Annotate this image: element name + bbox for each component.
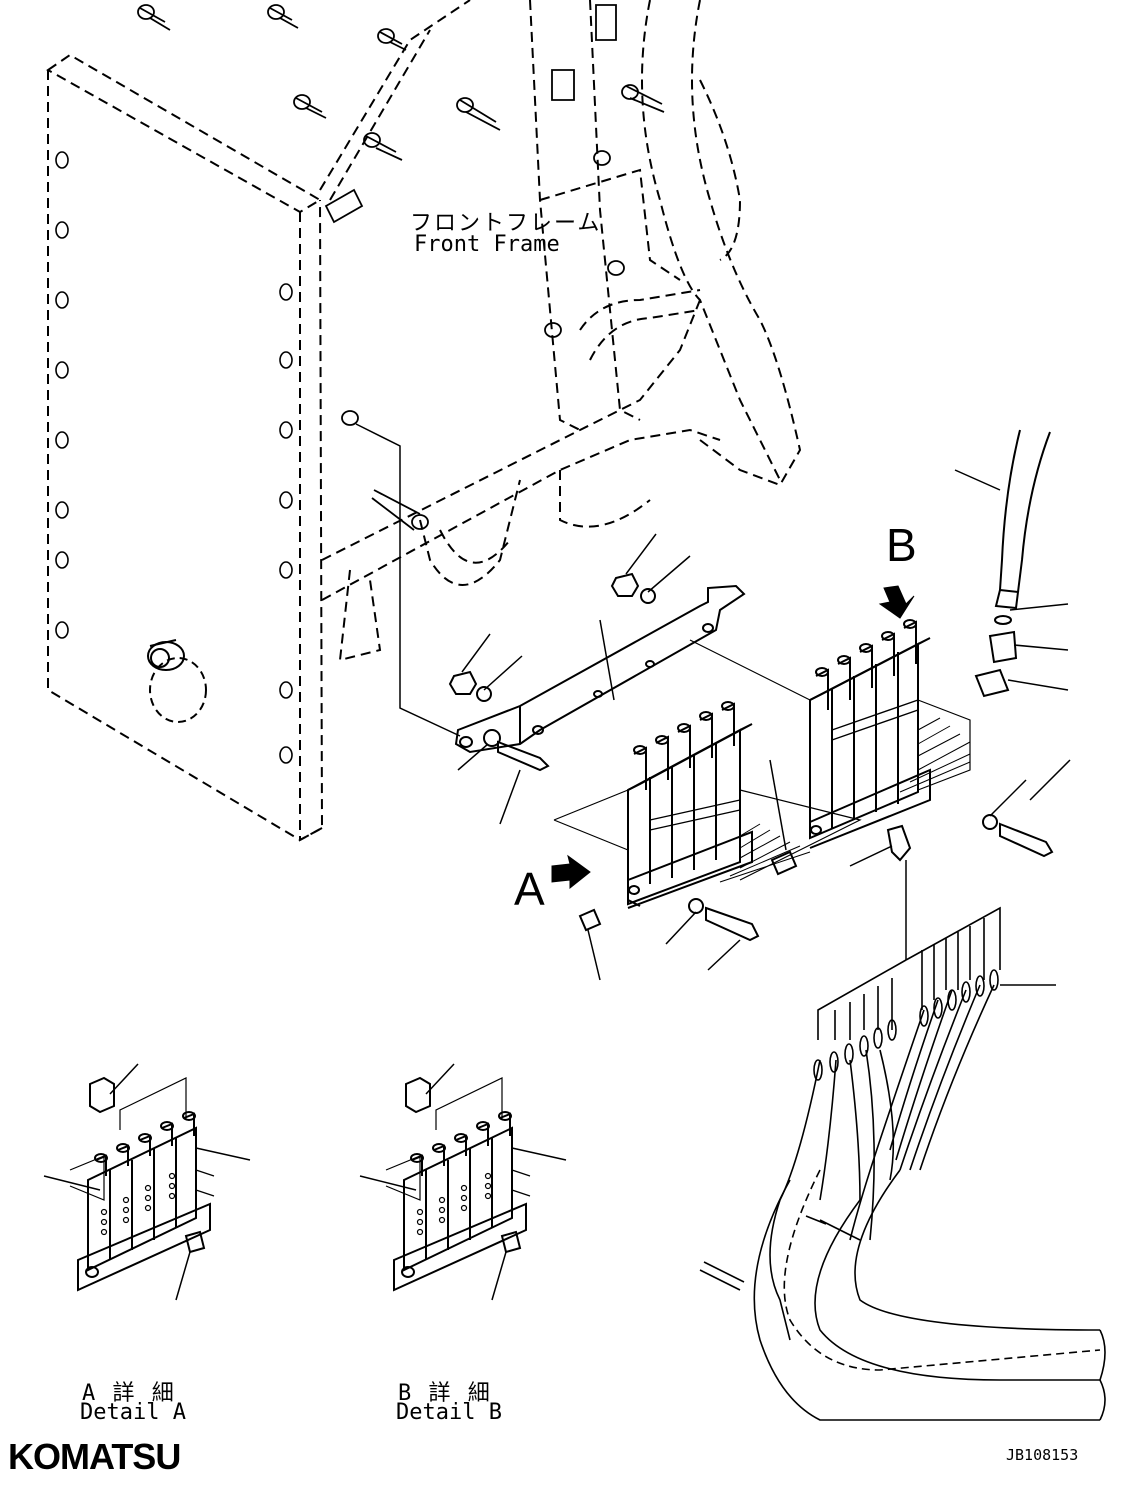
detail-a-label-en: Detail A [80, 1400, 186, 1425]
hose-bundle [699, 906, 1106, 1421]
front-frame-label-en: Front Frame [414, 232, 560, 257]
distributor-block-a [553, 701, 862, 909]
leader-pin-to-bracket [355, 423, 461, 737]
center-fittings [578, 759, 1071, 981]
block-a-hatch [719, 823, 811, 883]
distributor-block-b [689, 619, 971, 849]
drawing-code: JB108153 [1006, 1446, 1079, 1464]
front-frame-label-jp: フロントフレーム [410, 211, 602, 236]
arrow-b-icon [878, 585, 915, 619]
nuts-washers [448, 533, 691, 825]
arrow-a-icon [551, 854, 591, 890]
detail-b-drawing [359, 1063, 567, 1301]
detail-b-label-jp: B 詳 細 [398, 1381, 492, 1406]
callout-b: B [886, 519, 917, 571]
callout-a: A [514, 863, 545, 915]
supply-hose [954, 429, 1051, 610]
plate-holes [55, 151, 293, 764]
bracket [454, 584, 746, 754]
detail-a-label-jp: A 詳 細 [82, 1381, 176, 1406]
front-frame-plate [46, 53, 324, 842]
plate-fitting [147, 639, 207, 723]
detail-a-drawing [43, 1063, 251, 1301]
komatsu-logo: KOMATSU [8, 1436, 181, 1477]
frame-pins [137, 4, 665, 531]
block-b-hatch [899, 717, 971, 793]
detail-b-label-en: Detail B [396, 1400, 502, 1425]
hose-end-fittings [813, 969, 999, 1081]
frame-structure [319, 0, 802, 662]
elbow-fittings [974, 603, 1069, 698]
